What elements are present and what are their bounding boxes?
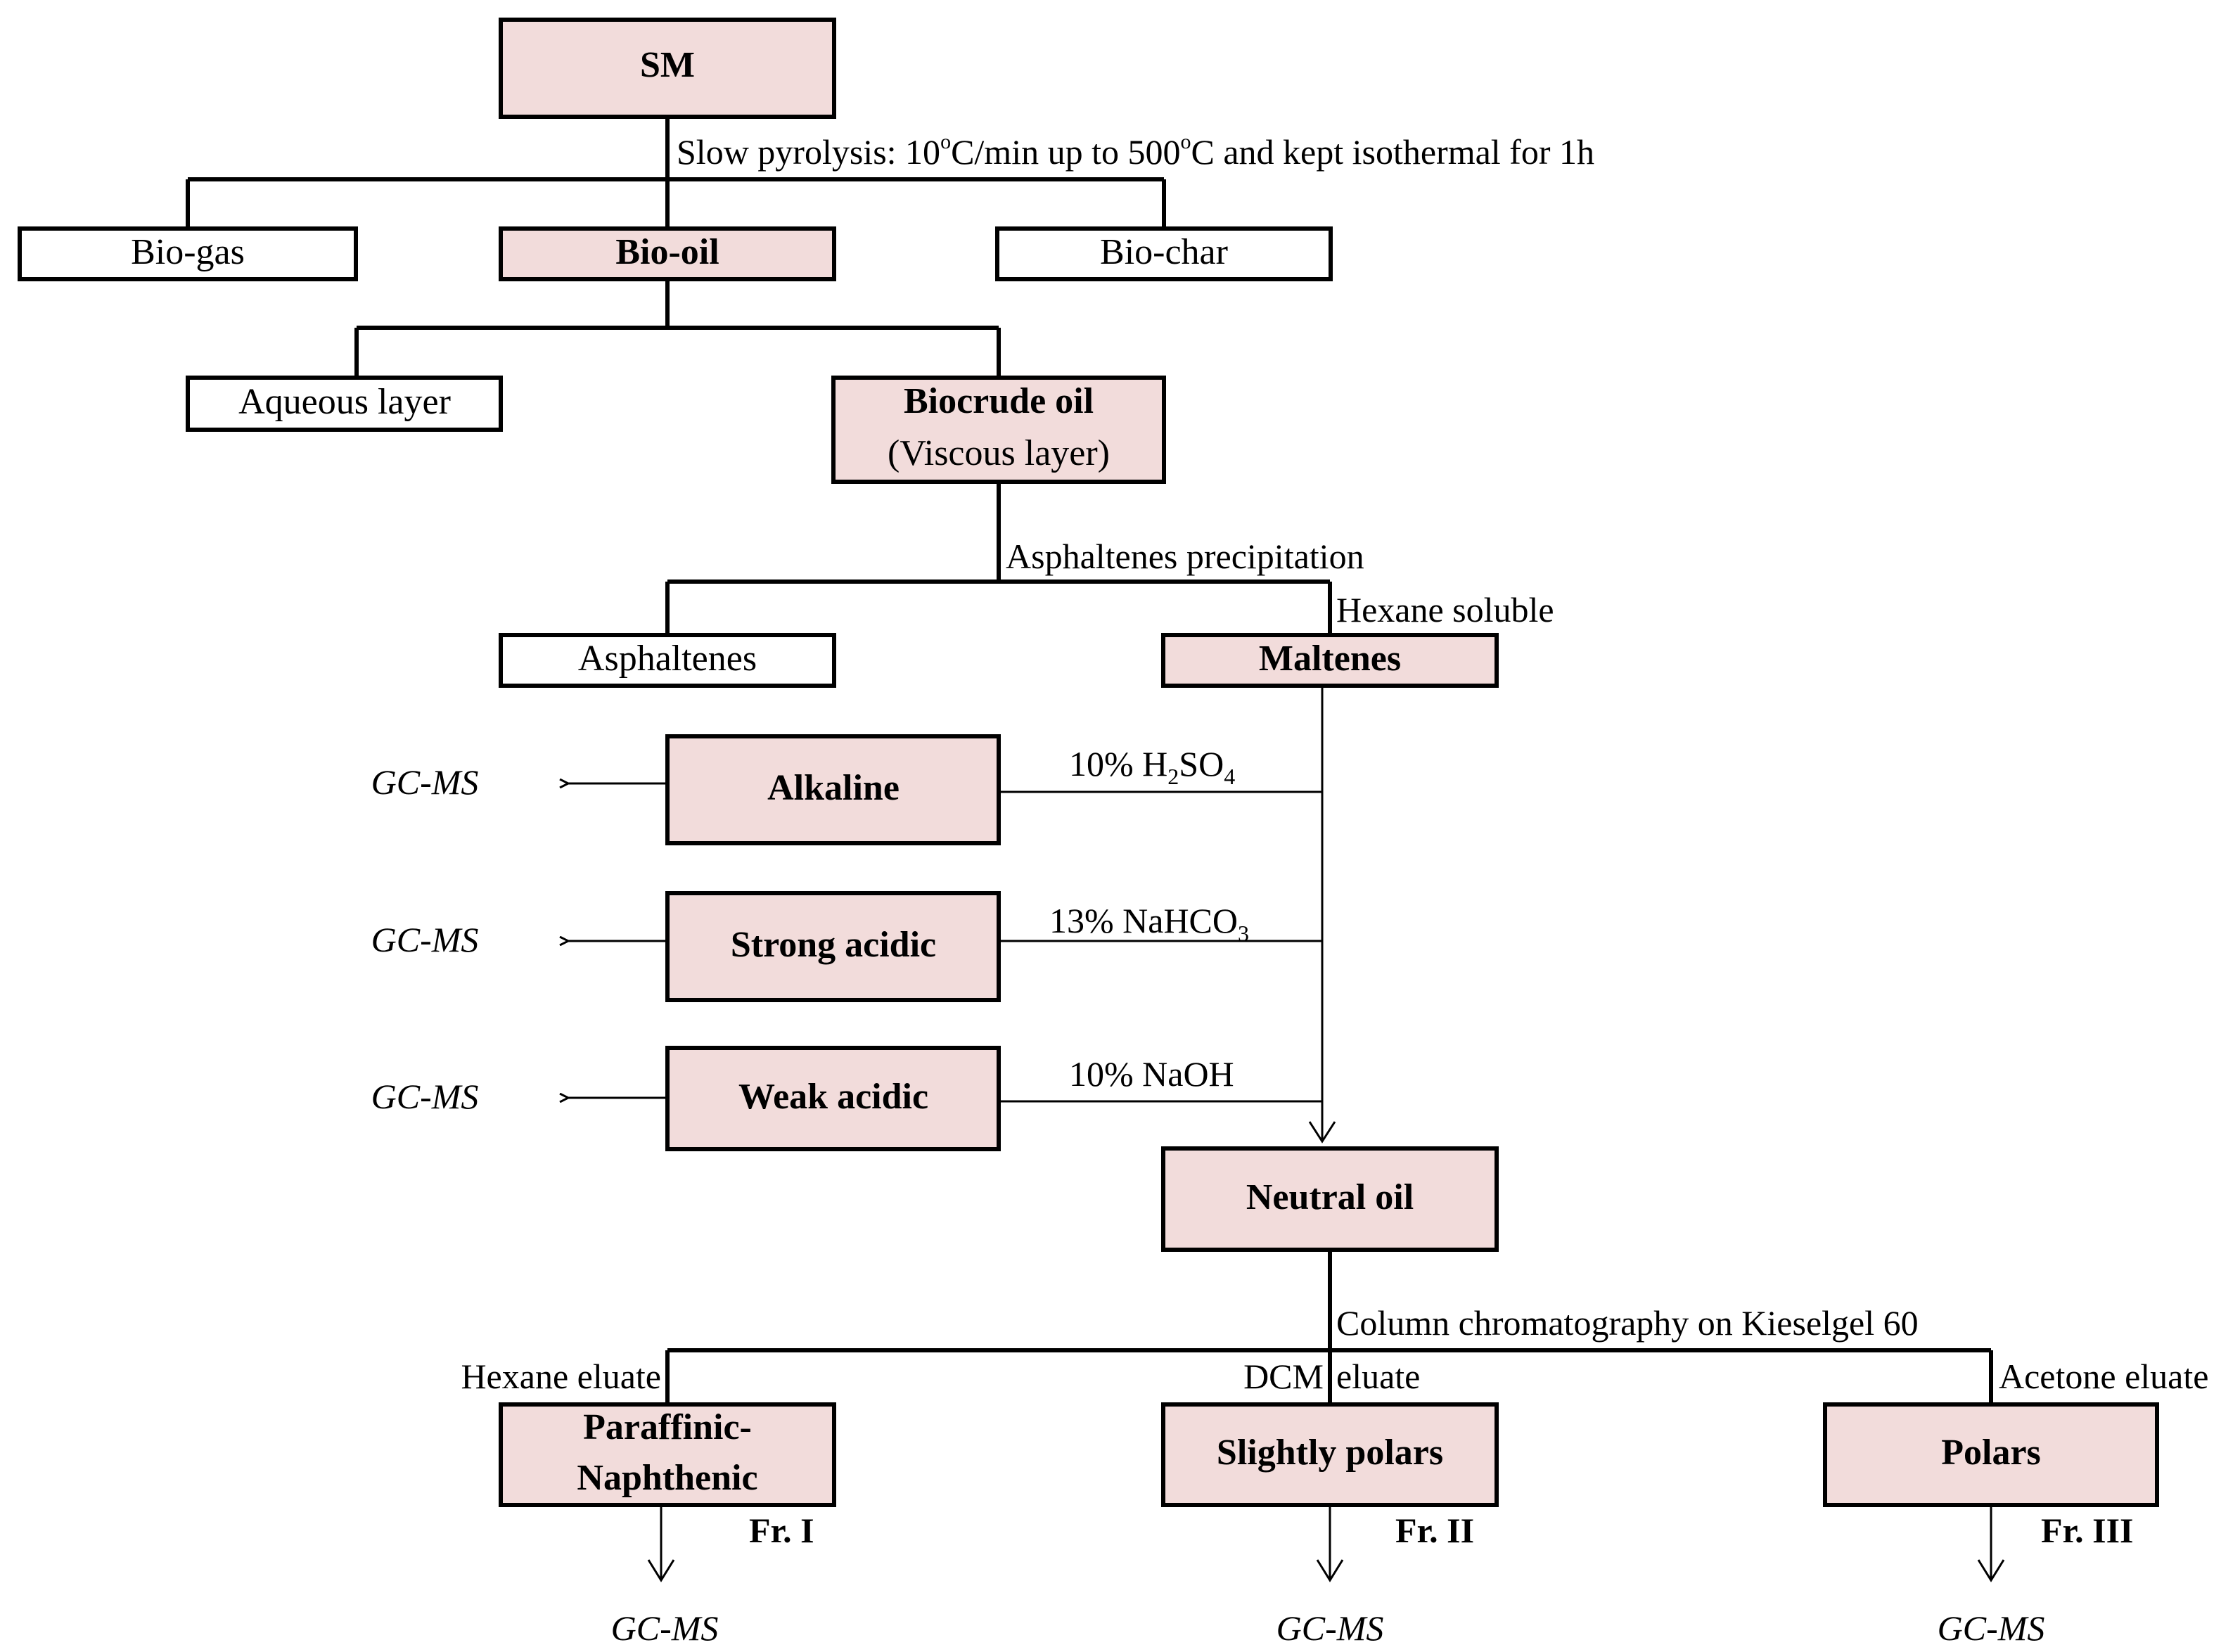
- h2so4-subscript-2: 4: [1224, 764, 1235, 789]
- box-paraffinic-naphthenic: [499, 1402, 836, 1507]
- label-hexane-eluate: Hexane eluate: [461, 1357, 661, 1396]
- node-bio-char: Bio-char: [995, 226, 1333, 281]
- arrowhead-fr3-gcms: [1977, 1559, 2005, 1582]
- node-aqueous-layer: Aqueous layer: [186, 376, 503, 432]
- label-biocrude-sub: (Viscous layer): [888, 433, 1110, 473]
- label-pyrolysis: Slow pyrolysis: 10oC/min up to 500oC and…: [677, 130, 1594, 172]
- label-gcms-alkaline: GC-MS: [371, 762, 479, 802]
- label-biocrude-oil: Biocrude oil: [904, 381, 1094, 421]
- label-bio-oil: Bio-oil: [615, 232, 719, 272]
- nahco3-part-a: 13% NaHCO: [1049, 901, 1238, 940]
- node-weak-acidic: Weak acidic: [665, 1046, 1001, 1151]
- node-polars: Polars: [1823, 1402, 2159, 1507]
- h2so4-part-b: SO: [1179, 744, 1224, 783]
- label-weak-acidic: Weak acidic: [738, 1077, 928, 1117]
- node-neutral-oil: Neutral oil: [1161, 1146, 1499, 1252]
- box-bio-char: [995, 226, 1333, 281]
- box-strong-acidic: [665, 891, 1001, 1002]
- pyrolysis-part-b: C/min up to 500: [951, 132, 1180, 172]
- node-asphaltenes: Asphaltenes: [499, 633, 836, 688]
- label-hexane-soluble: Hexane soluble: [1336, 590, 1554, 629]
- label-dcm-eluate-a: DCM: [1243, 1357, 1324, 1396]
- label-bio-gas: Bio-gas: [131, 232, 245, 272]
- label-fr1: Fr. I: [749, 1511, 814, 1550]
- node-paraffinic-naphthenic: Paraffinic- Naphthenic: [499, 1402, 836, 1507]
- node-alkaline: Alkaline: [665, 734, 1001, 845]
- label-aqueous-layer: Aqueous layer: [238, 382, 451, 422]
- arrowhead-neutral-oil: [1308, 1121, 1336, 1144]
- node-strong-acidic: Strong acidic: [665, 891, 1001, 1002]
- label-fr3: Fr. III: [2041, 1511, 2134, 1550]
- label-fr2: Fr. II: [1395, 1511, 1474, 1550]
- box-neutral-oil: [1161, 1146, 1499, 1252]
- node-bio-oil: Bio-oil: [499, 226, 836, 281]
- label-polars: Polars: [1941, 1433, 2041, 1473]
- box-weak-acidic: [665, 1046, 1001, 1151]
- pyrolysis-degree-2: o: [1180, 130, 1191, 153]
- box-slightly-polars: [1161, 1402, 1499, 1507]
- box-polars: [1823, 1402, 2159, 1507]
- label-bio-char: Bio-char: [1100, 232, 1228, 272]
- box-bio-oil: [499, 226, 836, 281]
- box-asphaltenes: [499, 633, 836, 688]
- label-h2so4: 10% H2SO4: [1069, 744, 1235, 789]
- node-maltenes: Maltenes: [1161, 633, 1499, 688]
- node-biocrude-oil: Biocrude oil (Viscous layer): [831, 376, 1166, 484]
- arrowhead-fr2-gcms: [1316, 1559, 1344, 1582]
- nodes: SM Bio-gas Bio-oil Bio-char Aqueous laye…: [18, 18, 2159, 1507]
- label-naoh: 10% NaOH: [1069, 1054, 1234, 1094]
- node-bio-gas: Bio-gas: [18, 226, 358, 281]
- h2so4-part-a: 10% H: [1069, 744, 1167, 783]
- label-gcms-fr2: GC-MS: [1276, 1608, 1384, 1648]
- label-gcms-fr1: GC-MS: [611, 1608, 719, 1648]
- label-acetone-eluate: Acetone eluate: [1999, 1357, 2208, 1396]
- label-alkaline: Alkaline: [767, 768, 900, 808]
- box-bio-gas: [18, 226, 358, 281]
- label-dcm-eluate-b: eluate: [1336, 1357, 1420, 1396]
- label-sm: SM: [640, 45, 695, 85]
- node-slightly-polars: Slightly polars: [1161, 1402, 1499, 1507]
- pyrolysis-part-c: C and kept isothermal for 1h: [1191, 132, 1594, 172]
- edge-labels: Slow pyrolysis: 10oC/min up to 500oC and…: [371, 130, 2209, 1648]
- label-maltenes: Maltenes: [1259, 639, 1401, 679]
- label-nahco3: 13% NaHCO3: [1049, 901, 1249, 946]
- label-paraffinic-line2: Naphthenic: [577, 1458, 757, 1498]
- h2so4-subscript-1: 2: [1167, 764, 1179, 789]
- pyrolysis-part-a: Slow pyrolysis: 10: [677, 132, 940, 172]
- node-sm: SM: [499, 18, 836, 119]
- box-aqueous-layer: [186, 376, 503, 432]
- pyrolysis-degree-1: o: [940, 130, 951, 153]
- label-gcms-weak-acidic: GC-MS: [371, 1077, 479, 1116]
- box-biocrude-oil: [831, 376, 1166, 484]
- connector-lines: [186, 117, 2005, 1582]
- label-gcms-strong-acidic: GC-MS: [371, 920, 479, 959]
- nahco3-subscript: 3: [1238, 921, 1249, 946]
- label-asphaltenes: Asphaltenes: [578, 639, 757, 679]
- label-paraffinic-line1: Paraffinic-: [583, 1407, 752, 1447]
- label-column-chromatography: Column chromatography on Kieselgel 60: [1336, 1303, 1919, 1343]
- box-sm: [499, 18, 836, 119]
- label-strong-acidic: Strong acidic: [731, 925, 936, 965]
- box-maltenes: [1161, 633, 1499, 688]
- label-gcms-fr3: GC-MS: [1938, 1608, 2045, 1648]
- arrowhead-fr1-gcms: [647, 1559, 675, 1582]
- label-asphaltenes-precipitation: Asphaltenes precipitation: [1006, 537, 1364, 576]
- label-neutral-oil: Neutral oil: [1246, 1177, 1414, 1217]
- label-slightly-polars: Slightly polars: [1217, 1433, 1443, 1473]
- box-alkaline: [665, 734, 1001, 845]
